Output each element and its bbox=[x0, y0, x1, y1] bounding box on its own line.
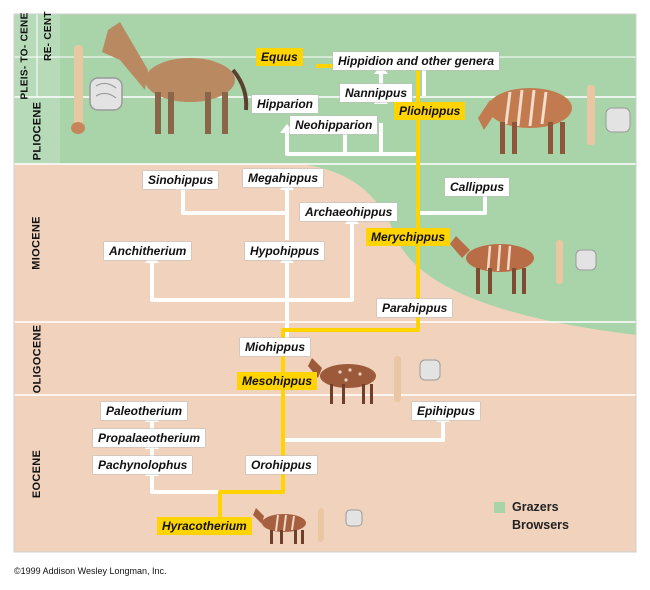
taxon-orohippus: Orohippus bbox=[246, 456, 317, 474]
taxon-megahippus: Megahippus bbox=[243, 169, 324, 187]
taxon-hipparion: Hipparion bbox=[252, 95, 318, 113]
taxon-paleotherium: Paleotherium bbox=[101, 402, 188, 420]
taxon-archaeohippus: Archaeohippus bbox=[300, 203, 398, 221]
legend-browsers: Browsers bbox=[512, 518, 569, 532]
taxon-miohippus: Miohippus bbox=[240, 338, 310, 356]
epoch-label-miocene: MIOCENE bbox=[31, 216, 43, 270]
equus-leg-bone-illustration bbox=[71, 45, 85, 134]
epoch-label-oligocene: OLIGOCENE bbox=[31, 324, 43, 393]
taxon-propalaeotherium: Propalaeotherium bbox=[93, 429, 206, 447]
pliohippus-bones-illustration bbox=[587, 85, 631, 145]
epoch-label-recent: RE- CENT bbox=[42, 10, 54, 61]
pliohippus-horse-illustration bbox=[478, 88, 572, 154]
mesohippus-illustration bbox=[308, 358, 376, 404]
hyracotherium-bones-illustration bbox=[318, 508, 363, 542]
legend-browsers-label: Browsers bbox=[512, 518, 569, 532]
taxon-callippus: Callippus bbox=[445, 178, 510, 196]
taxon-parahippus: Parahippus bbox=[377, 299, 453, 317]
taxon-anchitherium: Anchitherium bbox=[104, 242, 192, 260]
legend-grazers-swatch bbox=[494, 502, 505, 513]
taxon-pliohippus: Pliohippus bbox=[394, 102, 466, 120]
epoch-label-pliocene: PLIOCENE bbox=[31, 101, 44, 160]
taxon-merychippus: Merychippus bbox=[366, 228, 451, 246]
merychippus-bones-illustration bbox=[556, 240, 597, 284]
equus-tooth-illustration bbox=[89, 77, 123, 111]
epoch-label-pleistocene: PLEIS- TO- CENE bbox=[19, 11, 31, 100]
taxon-hyracotherium: Hyracotherium bbox=[157, 517, 252, 535]
hyracotherium-illustration bbox=[253, 508, 306, 544]
legend-browsers-swatch bbox=[494, 520, 505, 531]
merychippus-horse-illustration bbox=[450, 236, 534, 294]
taxon-hypohippus: Hypohippus bbox=[245, 242, 325, 260]
taxon-neohipparion: Neohipparion bbox=[290, 116, 378, 134]
taxon-epihippus: Epihippus bbox=[412, 402, 480, 420]
taxon-pachynolophus: Pachynolophus bbox=[93, 456, 193, 474]
equus-horse-illustration bbox=[102, 22, 249, 134]
legend-grazers: Grazers bbox=[512, 500, 559, 514]
taxon-sinohippus: Sinohippus bbox=[143, 171, 219, 189]
legend-grazers-label: Grazers bbox=[512, 500, 559, 514]
taxon-equus: Equus bbox=[256, 48, 303, 66]
taxon-mesohippus: Mesohippus bbox=[237, 372, 318, 390]
mesohippus-bones-illustration bbox=[394, 356, 441, 402]
copyright-notice: ©1999 Addison Wesley Longman, Inc. bbox=[14, 566, 167, 576]
taxon-nannippus: Nannippus bbox=[340, 84, 412, 102]
epoch-label-eocene: EOCENE bbox=[31, 449, 44, 498]
taxon-hippidion: Hippidion and other genera bbox=[333, 52, 500, 70]
